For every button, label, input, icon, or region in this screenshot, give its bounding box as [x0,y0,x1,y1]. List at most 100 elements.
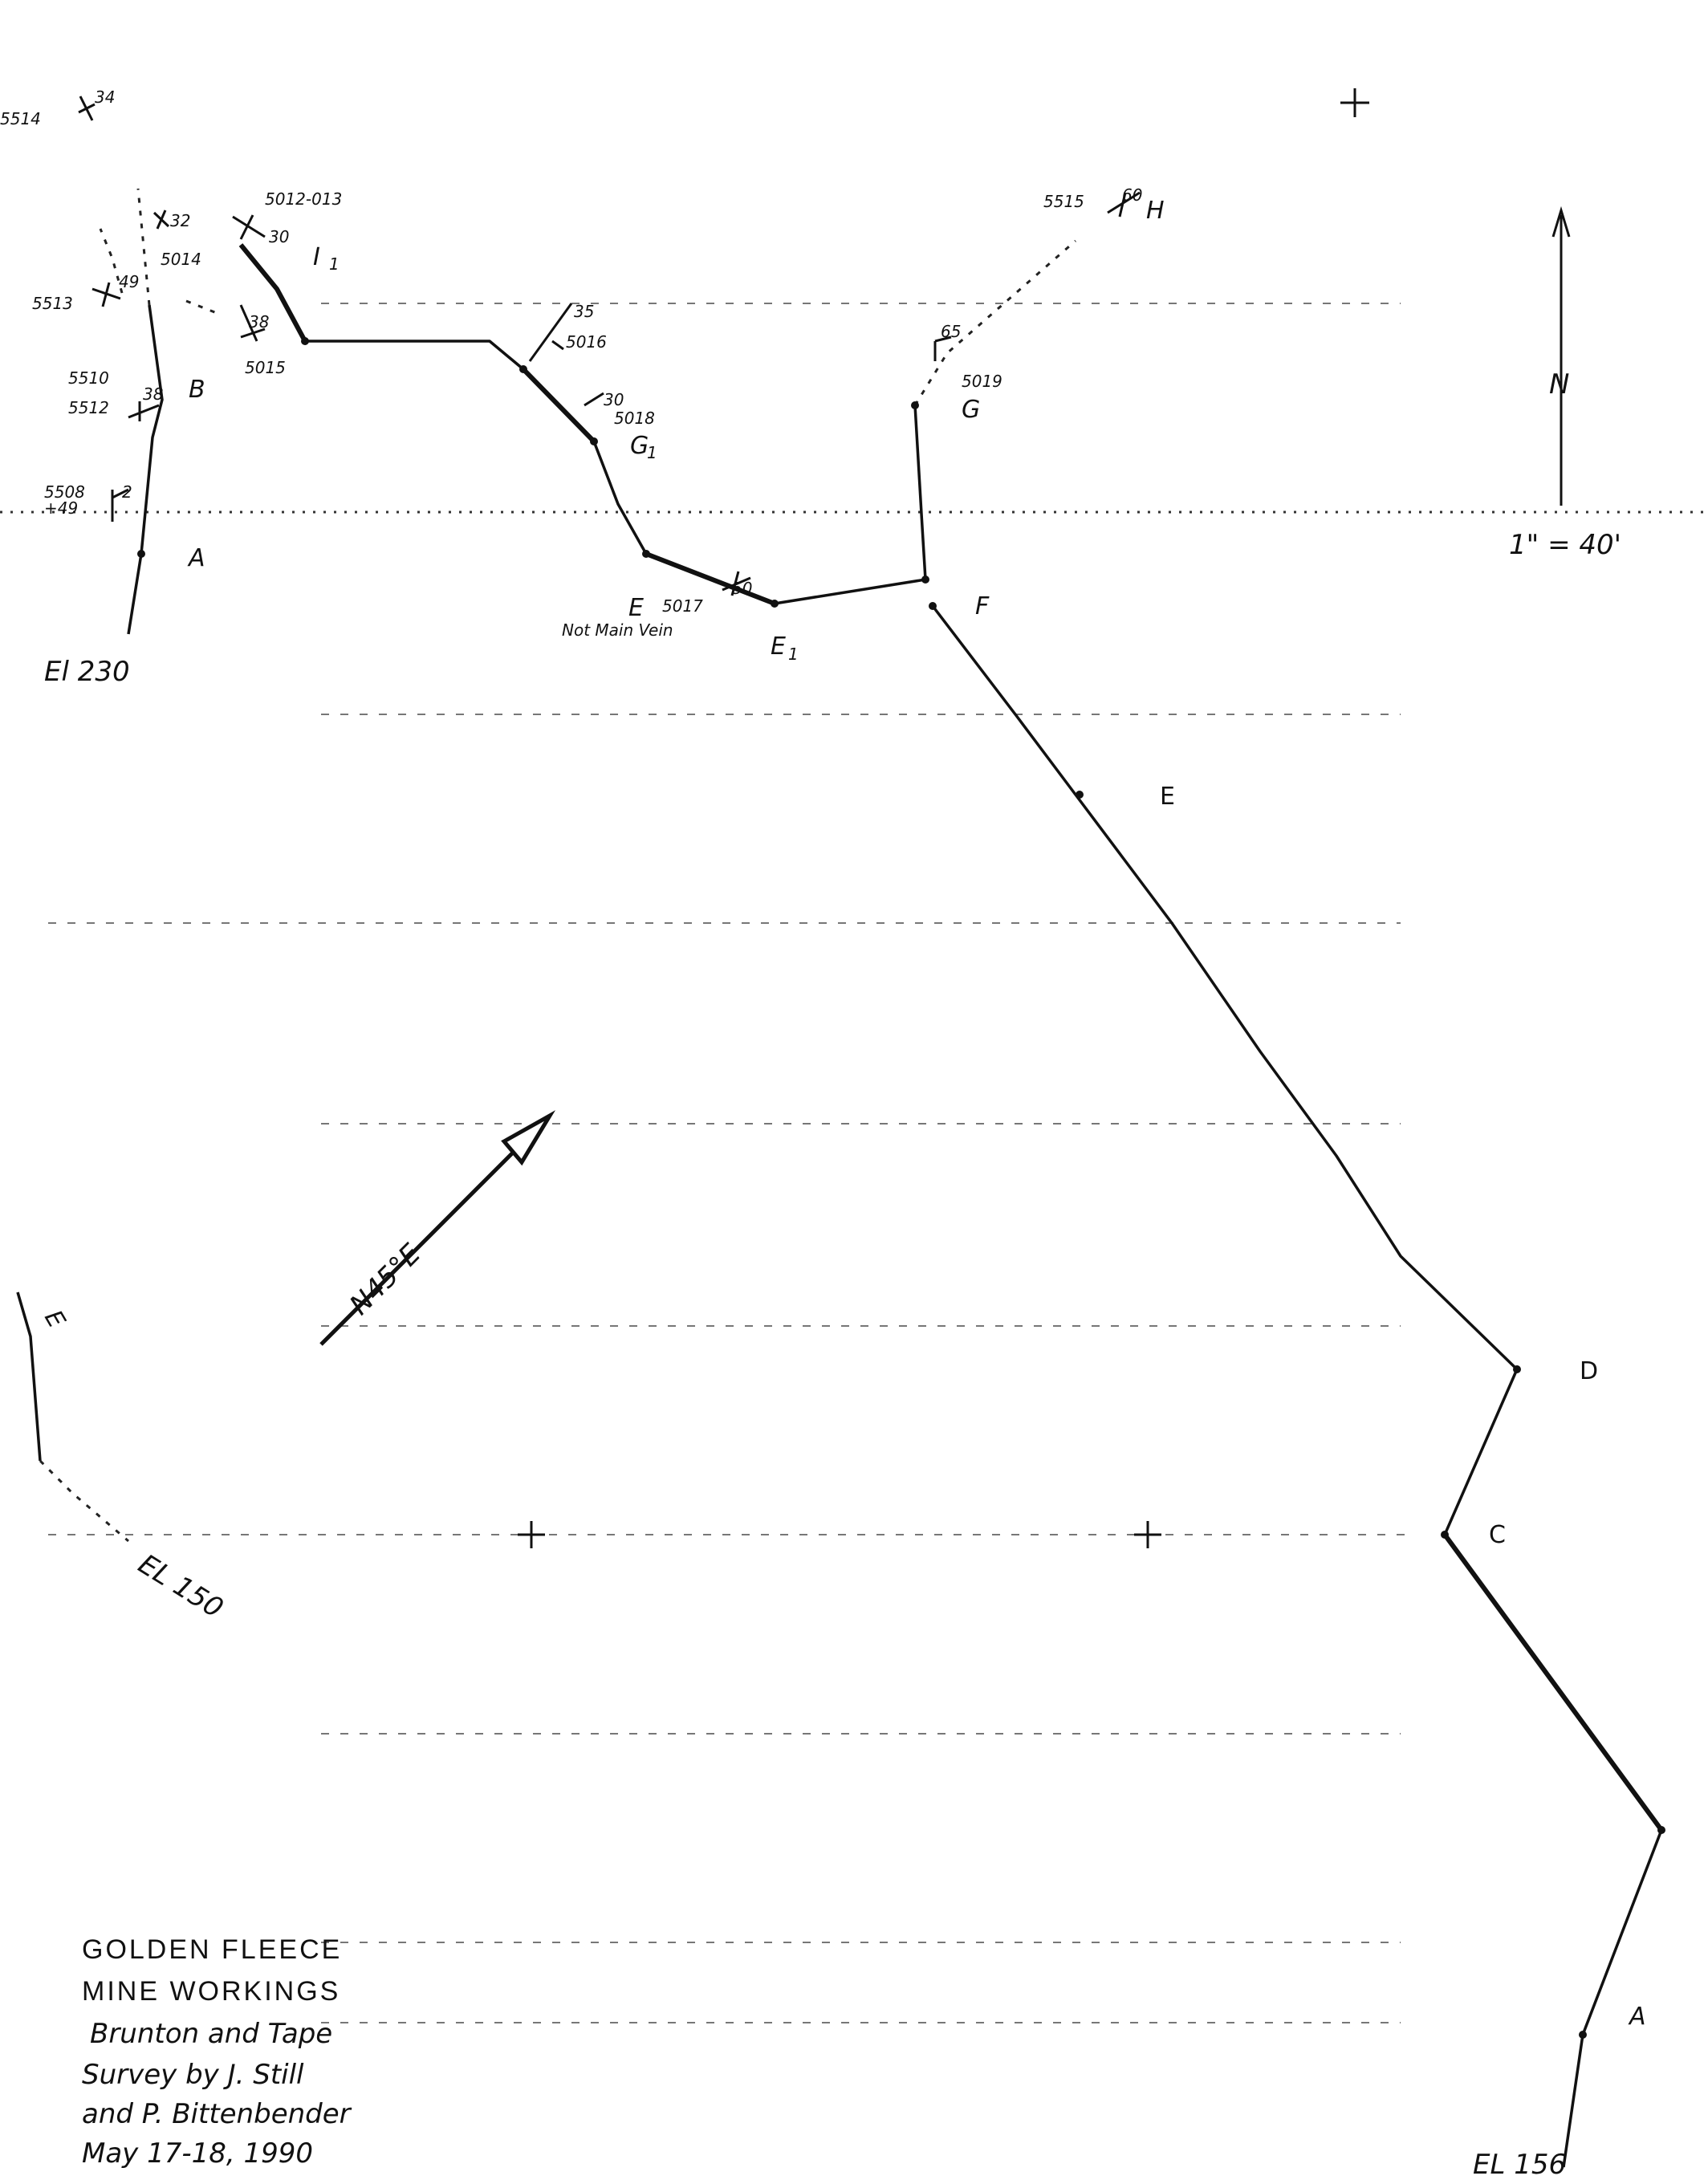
fragment-dashed-line [39,1459,129,1543]
traverse-line-f-d [931,604,1519,1371]
north-arrow: N [1549,205,1571,506]
sample-5510-dip: 38 [143,384,163,404]
station-dot [911,401,919,409]
bearing-arrow-head [501,1110,556,1166]
lower-station-e-label: E [1160,783,1175,811]
bearing-arrow-shaft [319,1118,547,1346]
sample-5515-dip: 60 [1122,185,1142,205]
station-e1-label: E [771,632,786,661]
lower-station-d-label: D [1580,1357,1598,1385]
sample-5016-dip: 35 [574,302,594,321]
strike-dip-symbols [78,96,1141,596]
sample-5015-dip: 38 [249,312,269,331]
sample-5016-label: 5016 [566,332,607,352]
lower-station-a-label: A [1628,2003,1646,2031]
sample-5014-dip: 32 [170,211,190,230]
strike-dip-symbol [933,336,952,361]
elevation-230-label: El 230 [44,656,130,688]
strike-dip-symbol [584,392,604,407]
station-a-label: A [187,544,205,572]
station-g1-label: G [630,432,649,460]
not-main-vein-note: Not Main Vein [562,620,673,640]
station-dot [929,602,937,610]
station-dot [590,437,598,445]
strike-dip-symbol [1107,191,1141,218]
strike-dip-symbol [239,304,266,342]
traverse-line-5018 [521,367,596,444]
lower-plan-labels: E D C A EL 156 [1160,783,1646,2181]
strike-dip-symbol [128,401,160,421]
station-dot [1441,1531,1449,1539]
traverse-line-b-a [1562,1829,1663,2168]
north-arrow-head [1551,205,1571,238]
title-line-1: GOLDEN FLEECE [82,1934,342,1965]
sample-5012-dip: 30 [269,227,289,246]
registration-cross [518,1521,545,1548]
sample-5508-dip: 2 [122,482,132,502]
station-b-label: B [189,376,205,404]
sample-5019-dip: 65 [941,322,961,341]
registration-cross [1134,1521,1161,1548]
station-dot [642,550,650,558]
station-dot [1076,791,1084,799]
station-dot [1657,1826,1665,1834]
title-block: GOLDEN FLEECE MINE WORKINGS Brunton and … [82,1934,352,2170]
upper-plan-labels: 5514 34 5012-013 30 I 1 32 5014 5513 49 … [0,87,1165,688]
strike-dip-symbol [232,214,266,240]
traverse-line-e1-f-g [774,405,927,605]
elevation-156-label: EL 156 [1473,2149,1566,2181]
sample-5018-dip: 30 [604,390,624,409]
registration-marks [518,88,1369,1548]
sample-5514-dip: 34 [95,87,115,107]
traverse-line-a-b [127,304,164,635]
sample-5515-label: 5515 [1043,192,1084,211]
sample-5019-label: 5019 [962,372,1002,391]
strike-dip-symbol [92,282,121,307]
sample-5017-dip: 50 [732,579,752,598]
station-dot [301,337,309,345]
title-line-6: May 17-18, 1990 [82,2137,313,2170]
traverse-dashed-north [136,188,151,306]
fragment-station-e-label: E [39,1306,71,1333]
lower-station-c-label: C [1489,1521,1506,1549]
station-dot [771,600,779,608]
sample-5017-label: 5017 [662,596,703,616]
left-fragment [16,1291,129,1543]
sample-5510-label: 5510 [68,368,109,388]
traverse-line-i-g1 [305,340,525,371]
traverse-line-c-b [1442,1533,1664,1832]
traverse-line-5015 [238,243,307,343]
sample-5512-label: 5512 [68,398,109,417]
station-e1-subscript: 1 [788,645,799,664]
north-label: N [1549,368,1569,401]
title-line-2: MINE WORKINGS [82,1976,340,2007]
title-line-5: and P. Bittenbender [82,2098,352,2130]
station-dot [921,575,929,584]
strike-dip-symbol [111,488,129,522]
station-e-label: E [628,594,644,622]
strike-dip-symbol [722,571,751,596]
grid-lines [0,303,1708,2023]
station-g1-subscript: 1 [647,443,657,462]
bearing-label: N45°E [344,1238,427,1321]
sample-5508-label: 5508 [44,482,85,502]
title-line-3: Brunton and Tape [90,2018,332,2050]
station-dot [1579,2031,1587,2039]
traverse-line-d-c [1443,1369,1519,1535]
station-dot [1513,1365,1521,1373]
strike-dip-symbol [78,96,96,121]
sample-5508b-label: +49 [44,498,78,518]
sample-5513-label: 5513 [32,294,73,313]
sample-5514-label: 5514 [0,109,41,128]
strike-dip-symbol [528,303,573,362]
station-f-label: F [975,592,990,620]
station-points [137,337,1665,2039]
sample-5012-label: 5012-013 [265,189,342,209]
traverse-dashed-h [913,239,1076,406]
upper-traverse [99,188,1664,2168]
station-i1-subscript: 1 [329,254,340,274]
station-i1-label: I [313,243,320,271]
elevation-150-label: EL 150 [132,1548,229,1625]
scale-label: 1" = 40' [1509,529,1621,561]
